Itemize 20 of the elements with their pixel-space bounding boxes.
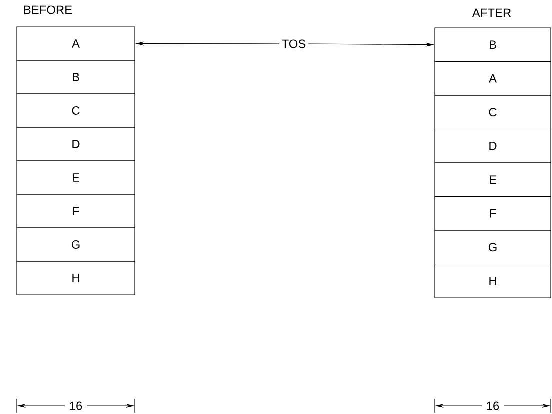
stack-cell: H (434, 264, 552, 298)
stack-cell: A (434, 61, 552, 96)
dimension-label: 16 (70, 402, 82, 410)
stack-cell: D (16, 127, 136, 162)
dimension-label: 16 (487, 402, 500, 410)
stack-cell: H (16, 261, 136, 296)
stack-cell: B (434, 28, 552, 62)
stack-cell: G (434, 230, 552, 265)
stack-cell: C (16, 94, 136, 128)
stack-cell: E (16, 160, 136, 195)
stack-cell: B (16, 60, 136, 94)
stack-cell: E (434, 162, 552, 198)
stack-cell: C (434, 95, 552, 130)
stack-cell: F (16, 194, 136, 228)
stack-cell: A (16, 26, 136, 61)
stack-cell: F (434, 196, 552, 231)
stack-cell: D (434, 128, 552, 164)
stack-cell: G (16, 228, 136, 262)
heading: BEFORE (24, 6, 72, 14)
pointer-label: TOS (282, 40, 306, 48)
